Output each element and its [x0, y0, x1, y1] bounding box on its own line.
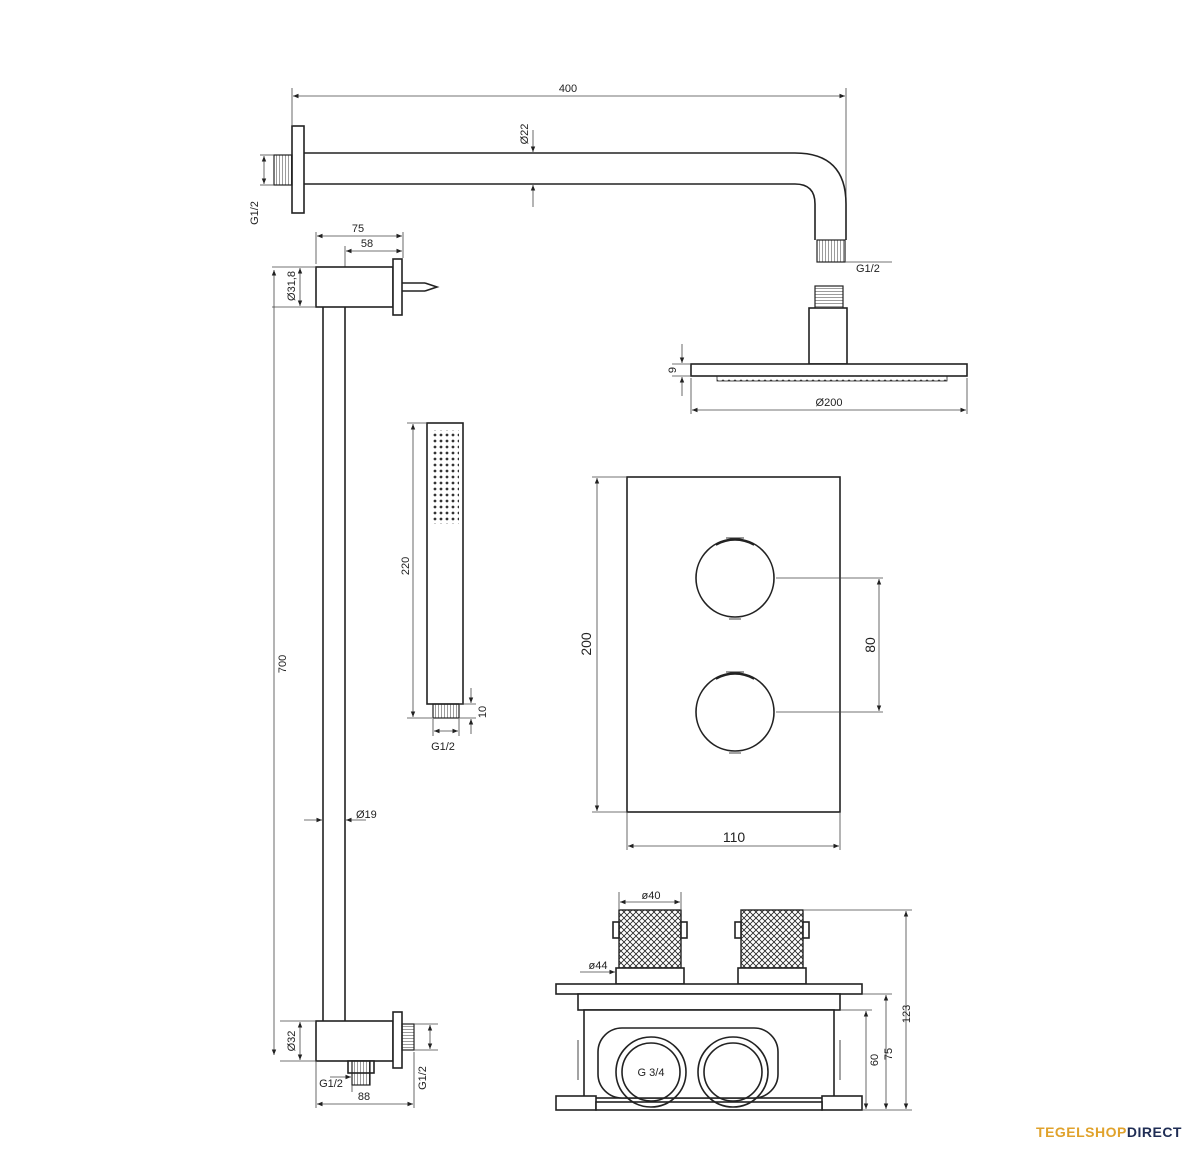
rail-wall-thread-label: G1/2 — [417, 1066, 429, 1090]
thermostat-plate: 80 200 110 — [578, 476, 883, 850]
valve-connection-label: G 3/4 — [638, 1067, 665, 1079]
box-height-mid-label: 75 — [883, 1048, 895, 1060]
box-height-inner-label: 60 — [869, 1054, 881, 1066]
rail-length-label: 700 — [277, 655, 289, 673]
rail-bottom-width-label: 88 — [358, 1091, 370, 1103]
brand-logo: TEGELSHOPDIRECT — [1036, 1124, 1182, 1140]
shower-head: 9 Ø200 — [667, 285, 968, 414]
plate-height-label: 200 — [578, 632, 594, 656]
logo-part-2: DIRECT — [1126, 1124, 1182, 1140]
arm-wall-thread-label: G1/2 — [249, 201, 261, 225]
plate-width-label: 110 — [723, 829, 746, 845]
rail-bracket-depth-label: 75 — [352, 223, 364, 235]
inlet-right — [697, 1036, 769, 1108]
arm-end-thread-label: G1/2 — [856, 263, 880, 275]
rail-top-diameter-label: Ø31,8 — [286, 271, 298, 301]
rail-outlet-thread-label: G1/2 — [319, 1078, 343, 1090]
hand-shower-end-label: 10 — [477, 706, 489, 718]
head-nozzle-row — [716, 375, 948, 382]
knob-spacing-label: 80 — [862, 637, 878, 653]
upper-knob — [695, 537, 775, 620]
rail-bracket-inner-label: 58 — [361, 238, 373, 250]
lower-knob — [695, 671, 775, 754]
hand-shower-length-label: 220 — [400, 557, 412, 575]
inlet-left: G 3/4 — [615, 1036, 687, 1108]
concealed-box: ø40 ø44 G 3/4 123 75 60 — [555, 890, 913, 1111]
arm-length-label: 400 — [559, 83, 577, 95]
hand-shower-thread-label: G1/2 — [431, 741, 455, 753]
rosette-diameter-label: ø44 — [589, 960, 608, 972]
hand-shower: 220 10 G1/2 — [400, 422, 489, 753]
rail-tube-diameter-label: Ø19 — [356, 809, 377, 821]
slide-rail: 75 58 Ø31,8 700 Ø19 Ø32 G1/2 — [271, 223, 440, 1108]
arm-diameter-label: Ø22 — [519, 124, 531, 145]
knob-diameter-label: ø40 — [642, 890, 661, 902]
logo-part-1: TEGELSHOP — [1036, 1124, 1127, 1140]
shower-arm: 400 G1/2 Ø22 G1/2 — [249, 83, 892, 275]
head-diameter-label: Ø200 — [816, 397, 843, 409]
head-thickness-label: 9 — [667, 367, 679, 373]
box-height-total-label: 123 — [901, 1005, 913, 1023]
rail-bottom-diameter-label: Ø32 — [286, 1031, 298, 1052]
